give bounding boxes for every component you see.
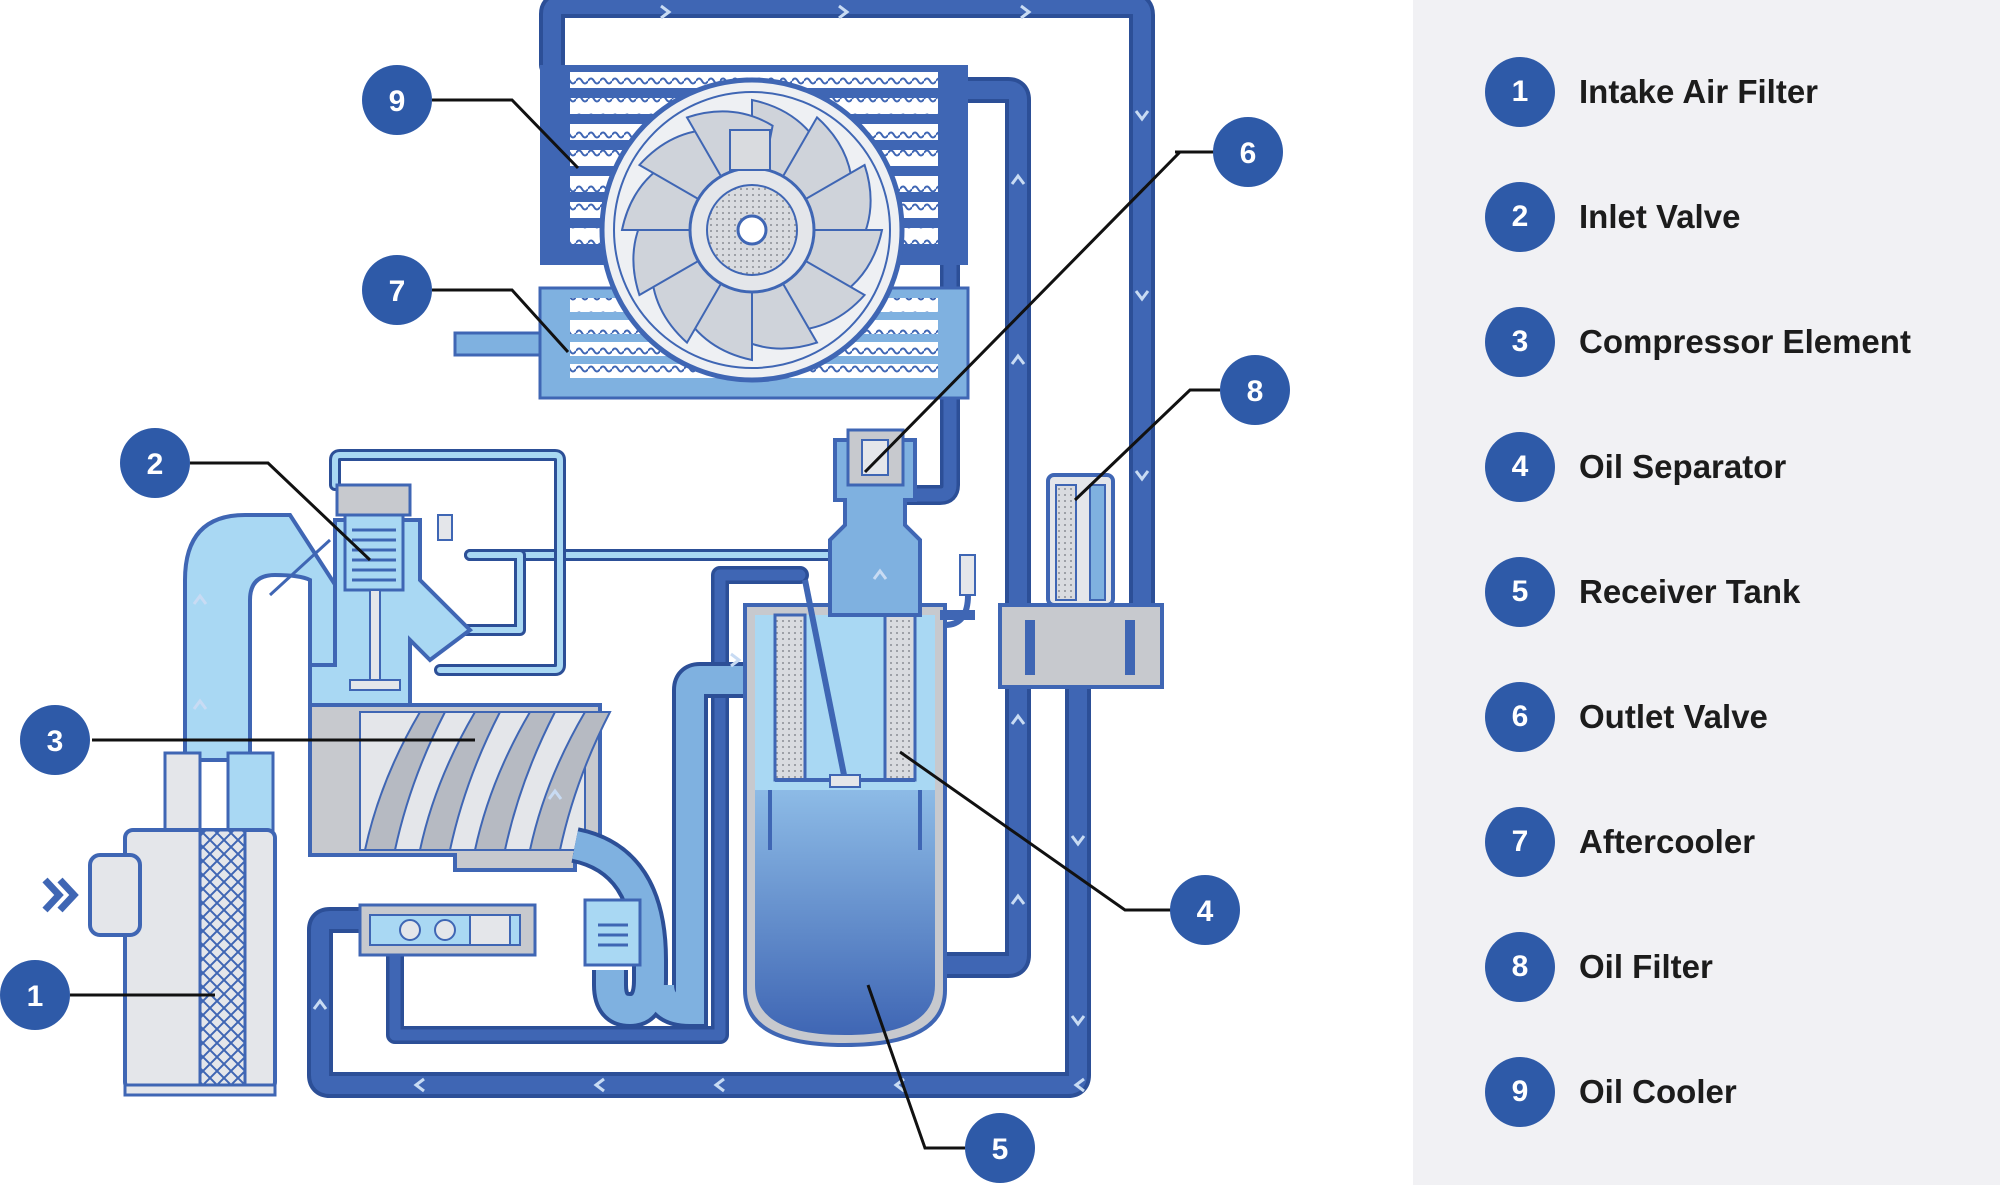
flow-chevron-icon [1134, 110, 1150, 122]
svg-text:1: 1 [27, 980, 44, 1013]
flow-chevron-icon [1070, 1015, 1086, 1027]
flow-chevron-icon [547, 788, 563, 800]
legend-item-compressor-element: 3 Compressor Element [1485, 306, 1911, 378]
flow-chevron-icon [312, 998, 328, 1010]
legend-badge: 7 [1485, 807, 1555, 877]
oil-circuit [307, 0, 1155, 1098]
flow-chevron-icon [713, 1077, 725, 1093]
legend-item-oil-filter: 8 Oil Filter [1485, 931, 1713, 1003]
callout-badges: 9 7 2 3 1 6 8 4 5 [0, 65, 1290, 1183]
callout-1: 1 [0, 960, 70, 1030]
compressor-element [308, 703, 668, 980]
flow-chevron-icon [872, 568, 888, 580]
oil-filter [998, 473, 1164, 689]
legend-label: Oil Cooler [1579, 1073, 1737, 1110]
legend-badge: 9 [1485, 1057, 1555, 1127]
intake-pipe [183, 513, 347, 762]
svg-text:9: 9 [389, 85, 406, 118]
legend-badge: 3 [1485, 307, 1555, 377]
legend-badge: 2 [1485, 182, 1555, 252]
callout-6: 6 [1213, 117, 1283, 187]
rotor-lobe [363, 711, 447, 851]
svg-text:3: 3 [47, 725, 64, 758]
flow-chevron-icon [1010, 893, 1026, 905]
flow-chevron-icon [660, 4, 672, 20]
legend-label: Receiver Tank [1579, 573, 1801, 610]
callout-8: 8 [1220, 355, 1290, 425]
legend-item-intake-air-filter: 1 Intake Air Filter [1485, 56, 1818, 128]
flow-chevron-icon [1010, 173, 1026, 185]
svg-text:5: 5 [992, 1133, 1009, 1166]
flow-chevron-icon [838, 4, 850, 20]
flow-chevron-icon [192, 698, 208, 710]
flow-chevron-icon [730, 652, 742, 668]
flow-chevron-icon [413, 1077, 425, 1093]
callout-3: 3 [20, 705, 90, 775]
rotor-lobe [473, 711, 557, 851]
flow-chevron-icon [1134, 290, 1150, 302]
legend-label: Inlet Valve [1579, 198, 1741, 235]
rotor-lobe [418, 711, 502, 851]
flow-chevron-icon [192, 593, 208, 605]
legend-badge: 1 [1485, 57, 1555, 127]
legend-label: Oil Separator [1579, 448, 1787, 485]
legend-badge: 8 [1485, 932, 1555, 1002]
flow-chevron-icon [1134, 470, 1150, 482]
legend-label: Oil Filter [1579, 948, 1713, 985]
legend-badge: 6 [1485, 682, 1555, 752]
svg-text:8: 8 [1247, 375, 1264, 408]
callout-4: 4 [1170, 875, 1240, 945]
cooling-fan [599, 77, 905, 383]
flow-chevron-icon [1020, 4, 1032, 20]
legend-item-oil-cooler: 9 Oil Cooler [1485, 1056, 1737, 1128]
flow-chevron-icon [1070, 835, 1086, 847]
flow-arrows [192, 4, 1150, 1093]
svg-text:6: 6 [1240, 137, 1257, 170]
legend-item-outlet-valve: 6 Outlet Valve [1485, 681, 1768, 753]
callout-5: 5 [965, 1113, 1035, 1183]
flow-chevron-icon [1010, 713, 1026, 725]
svg-text:2: 2 [147, 448, 164, 481]
leader-lines [70, 98, 1245, 1150]
flow-chevron-icon [593, 1077, 605, 1093]
intake-air-filter [42, 751, 277, 1097]
legend-label: Compressor Element [1579, 323, 1911, 360]
callout-9: 9 [362, 65, 432, 135]
callout-7: 7 [362, 255, 432, 325]
legend-item-aftercooler: 7 Aftercooler [1485, 806, 1755, 878]
legend-item-receiver-tank: 5 Receiver Tank [1485, 556, 1800, 628]
legend-label: Aftercooler [1579, 823, 1756, 860]
legend-label: Intake Air Filter [1579, 73, 1819, 110]
legend-item-inlet-valve: 2 Inlet Valve [1485, 181, 1740, 253]
compressor-diagram: 9 7 2 3 1 6 8 4 5 [0, 0, 1290, 1183]
flow-chevron-icon [1073, 1077, 1085, 1093]
rotor-lobe [528, 711, 612, 851]
oil-separator [773, 579, 917, 788]
legend-badge: 4 [1485, 432, 1555, 502]
air-inlet-arrow-icon [42, 877, 79, 913]
svg-text:7: 7 [389, 275, 406, 308]
legend-panel: 1 Intake Air Filter 2 Inlet Valve 3 Comp… [1413, 0, 2000, 1185]
callout-2: 2 [120, 428, 190, 498]
svg-text:4: 4 [1197, 895, 1214, 928]
thermostatic-valve [358, 898, 642, 967]
flow-chevron-icon [1010, 353, 1026, 365]
legend-label: Outlet Valve [1579, 698, 1768, 735]
inlet-valve [308, 483, 474, 707]
legend-item-oil-separator: 4 Oil Separator [1485, 431, 1786, 503]
legend-badge: 5 [1485, 557, 1555, 627]
